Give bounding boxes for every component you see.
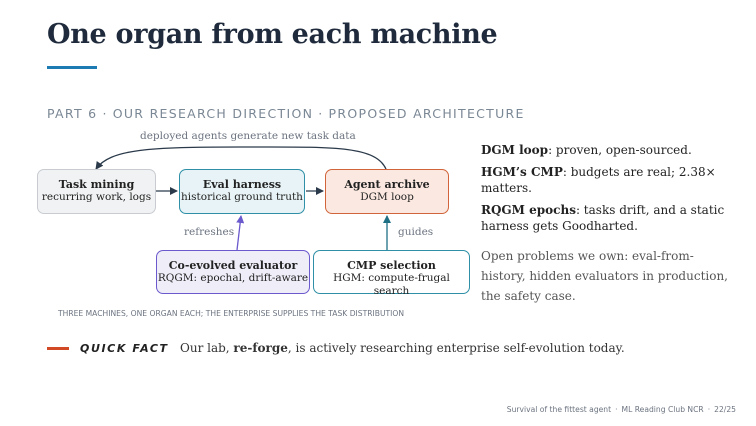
- quick-fact-marker: [47, 347, 69, 350]
- feedback-arrow: [95, 146, 387, 170]
- agent-archive-title: Agent archive: [344, 178, 430, 191]
- footer-club: ML Reading Club NCR: [621, 405, 704, 414]
- slide-title: One organ from each machine: [47, 19, 498, 50]
- co-evolved-evaluator-box: Co-evolved evaluator RQGM: epochal, drif…: [156, 250, 310, 294]
- diagram-connectors: [95, 146, 391, 251]
- footer-separator: ·: [615, 405, 618, 414]
- cmp-selection-box: CMP selection HGM: compute-frugal search: [313, 250, 470, 297]
- guides-label: guides: [398, 226, 434, 238]
- quick-fact-suffix: , is actively researching enterprise sel…: [287, 341, 625, 355]
- page-number: 22/25: [714, 405, 736, 414]
- co-evolved-title: Co-evolved evaluator: [168, 259, 298, 272]
- point-text: : tasks drift, and a static harness gets…: [481, 203, 725, 233]
- task-mining-box: Task mining recurring work, logs: [37, 169, 156, 214]
- title-underline: [47, 66, 97, 69]
- eval-harness-subtitle: historical ground truth: [181, 191, 303, 203]
- quick-fact-text: Our lab, re-forge, is actively researchi…: [180, 341, 625, 355]
- breadcrumb-part: PART 6: [47, 106, 98, 121]
- breadcrumb-separator: ·: [102, 106, 108, 121]
- footer-separator: ·: [707, 405, 711, 414]
- agent-archive-box: Agent archive DGM loop: [325, 169, 449, 214]
- point-text: : budgets are real; 2.38× matters.: [481, 165, 716, 195]
- breadcrumb-topic: PROPOSED ARCHITECTURE: [328, 106, 525, 121]
- arrow-evaluator-to-eval: [236, 215, 245, 251]
- footer-talk: Survival of the fittest agent: [506, 405, 612, 414]
- lab-name: re-forge: [233, 341, 288, 355]
- point-rqgm: RQGM epochs: tasks drift, and a static h…: [481, 202, 736, 234]
- open-problems: Open problems we own: eval-from-history,…: [481, 249, 728, 303]
- cmp-selection-title: CMP selection: [347, 259, 436, 272]
- quick-fact-label: QUICK FACT: [80, 342, 169, 355]
- task-mining-title: Task mining: [58, 178, 135, 191]
- point-hgm: HGM’s CMP: budgets are real; 2.38× matte…: [481, 164, 736, 196]
- point-dgm: DGM loop: proven, open-sourced.: [481, 142, 736, 158]
- section-breadcrumb: PART 6 · OUR RESEARCH DIRECTION · PROPOSED A…: [47, 106, 525, 121]
- breadcrumb-separator: ·: [318, 106, 324, 121]
- feedback-label: deployed agents generate new task data: [140, 130, 356, 142]
- cmp-selection-subtitle: HGM: compute-frugal search: [333, 272, 450, 297]
- point-text: : proven, open-sourced.: [548, 143, 692, 157]
- co-evolved-subtitle: RQGM: epochal, drift-aware: [157, 272, 309, 284]
- point-term: DGM loop: [481, 143, 549, 157]
- breadcrumb-direction: OUR RESEARCH DIRECTION: [112, 106, 314, 121]
- eval-harness-box: Eval harness historical ground truth: [179, 169, 305, 214]
- agent-archive-subtitle: DGM loop: [360, 191, 414, 203]
- architecture-diagram: deployed agents generate new task data T…: [30, 125, 480, 305]
- slide-footer: Survival of the fittest agent·ML Reading…: [507, 405, 736, 414]
- diagram-caption: THREE MACHINES, ONE ORGAN EACH; THE ENTE…: [58, 309, 405, 318]
- quick-fact-prefix: Our lab,: [180, 341, 234, 355]
- refreshes-label: refreshes: [184, 226, 235, 238]
- point-term: RQGM epochs: [481, 203, 576, 217]
- task-mining-subtitle: recurring work, logs: [41, 191, 152, 203]
- point-term: HGM’s CMP: [481, 165, 563, 179]
- eval-harness-title: Eval harness: [202, 178, 282, 191]
- key-points: DGM loop: proven, open-sourced. HGM’s CM…: [481, 142, 736, 312]
